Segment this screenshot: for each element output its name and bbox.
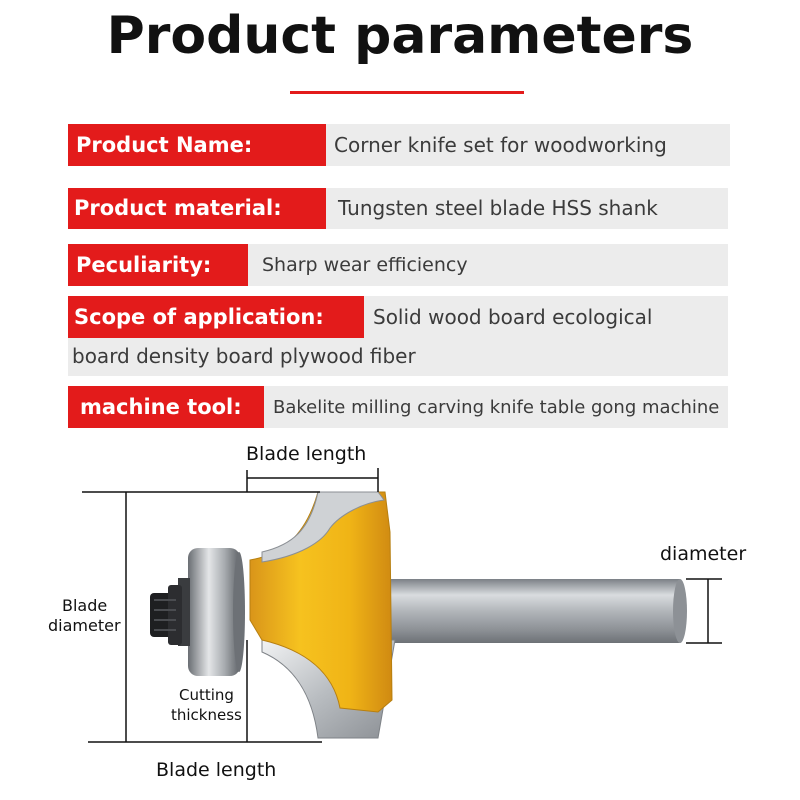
bearing xyxy=(178,548,245,676)
bolt xyxy=(150,585,182,645)
scope-value-line1: Solid wood board ecological xyxy=(373,305,653,329)
scope-label: Scope of application: xyxy=(68,296,364,338)
cutting-thickness-label-line1: Cutting xyxy=(179,686,234,704)
page-title: Product parameters xyxy=(106,6,694,66)
scope-value-line2: board density board plywood fiber xyxy=(72,344,416,368)
title-underline xyxy=(290,91,524,94)
dimension-lines xyxy=(82,468,722,743)
param-row-peculiarity: Peculiarity: Sharp wear efficiency xyxy=(68,244,728,286)
cutting-thickness-label-line2: thickness xyxy=(171,706,242,724)
param-row-scope: Scope of application: Solid wood board e… xyxy=(68,296,728,376)
product-name-value: Corner knife set for woodworking xyxy=(334,133,667,157)
top-blade-edge xyxy=(261,491,385,563)
product-name-label: Product Name: xyxy=(68,124,326,166)
blade-length-top-label: Blade length xyxy=(246,443,367,465)
peculiarity-label: Peculiarity: xyxy=(68,244,248,286)
param-row-machine-tool: machine tool: Bakelite milling carving k… xyxy=(68,386,728,428)
machine-tool-value: Bakelite milling carving knife table gon… xyxy=(273,397,720,418)
machine-tool-label: machine tool: xyxy=(68,386,264,428)
product-material-value: Tungsten steel blade HSS shank xyxy=(338,196,658,220)
diameter-label: diameter xyxy=(660,543,747,565)
blade-diameter-label-line1: Blade xyxy=(62,596,108,615)
param-row-product-material: Product material: Tungsten steel blade H… xyxy=(68,188,728,229)
blade-length-bottom-label: Blade length xyxy=(156,759,277,781)
product-material-label: Product material: xyxy=(68,188,326,229)
blade-diameter-label-line2: diameter xyxy=(48,616,121,635)
shank xyxy=(380,579,687,643)
peculiarity-value: Sharp wear efficiency xyxy=(262,254,468,276)
param-row-product-name: Product Name: Corner knife set for woodw… xyxy=(68,124,730,166)
